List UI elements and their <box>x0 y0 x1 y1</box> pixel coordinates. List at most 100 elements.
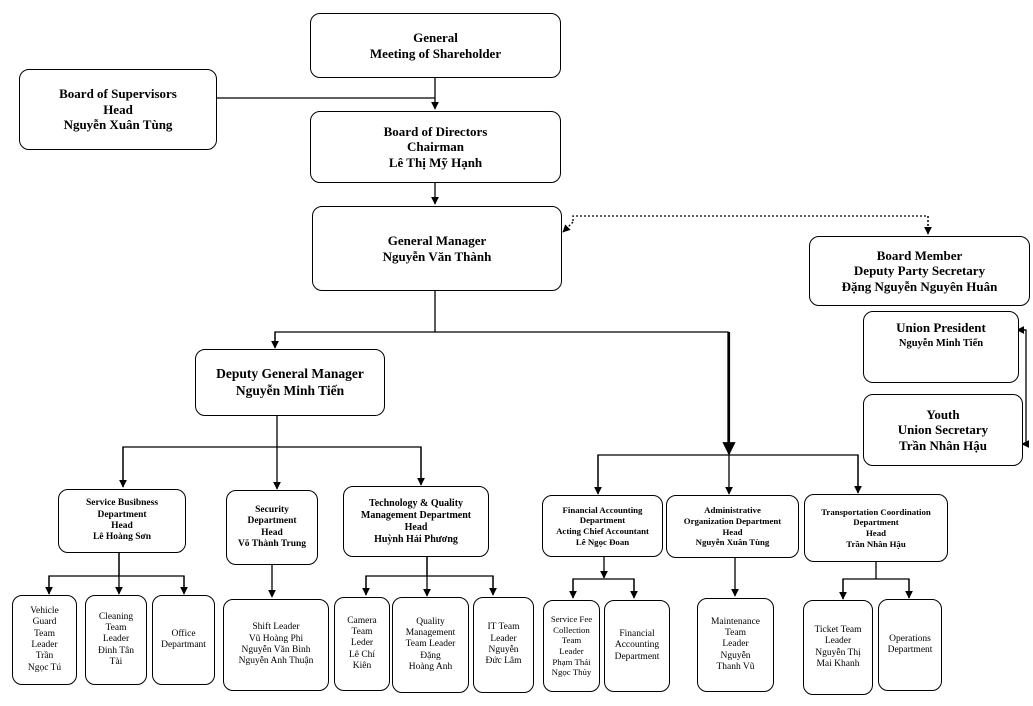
quality-mgmt-line-4: Đặng <box>420 650 441 661</box>
transportation-line-3: Head <box>865 528 887 538</box>
youth-union-box: Youth Union Secretary Trần Nhân Hậu <box>863 394 1023 466</box>
quality-mgmt-line-3: Team Leader <box>405 639 456 650</box>
union-president-name: Nguyễn Minh Tiến <box>898 337 984 349</box>
ticket-team-line-1: Ticket Team <box>814 624 862 635</box>
board-directors-role: Chairman <box>406 139 465 155</box>
financial-accounting-line-3: Acting Chief Accountant <box>556 526 649 536</box>
service-business-box: Service Busibness Department Head Lê Hoà… <box>58 489 186 553</box>
vehicle-guard-line-6: Ngọc Tú <box>27 662 62 673</box>
connector-gm-board-member <box>572 215 929 234</box>
cleaning-team-box: Cleaning Team Leader Đinh Tân Tài <box>85 595 147 685</box>
cleaning-team-line-2: Team <box>105 622 127 633</box>
union-president-title: Union President <box>896 320 986 335</box>
security-line-1: Security <box>255 504 289 515</box>
vehicle-guard-box: Vehicle Guard Team Leader Trần Ngọc Tú <box>12 595 77 685</box>
office-dept-line-1: Office <box>171 628 196 639</box>
board-supervisors-name: Nguyễn Xuân Tùng <box>63 117 173 133</box>
administrative-line-1: Administrative <box>704 505 761 516</box>
quality-mgmt-line-5: Hoàng Anh <box>408 662 453 673</box>
operations-line-2: Department <box>887 645 933 655</box>
union-president-box: Union President Nguyễn Minh Tiến <box>863 311 1019 383</box>
financial-accounting-sub-line-3: Department <box>614 651 660 662</box>
board-directors-box: Board of Directors Chairman Lê Thị Mỹ Hạ… <box>310 111 561 183</box>
service-business-line-4: Lê Hoàng Sơn <box>92 532 152 543</box>
service-fee-line-2: Collection <box>553 624 590 635</box>
it-team-line-1: IT Team <box>487 622 520 633</box>
tech-quality-line-1: Technology & Quality <box>368 497 464 509</box>
camera-team-line-3: Leder <box>350 638 374 649</box>
service-fee-line-4: Leader <box>559 646 584 656</box>
deputy-gm-title: Deputy General Manager <box>216 366 364 382</box>
service-business-line-3: Head <box>111 521 133 531</box>
general-manager-box: General Manager Nguyễn Văn Thành <box>312 206 562 291</box>
tech-quality-line-2: Management Department <box>360 509 472 521</box>
tech-quality-line-4: Huỳnh Hải Phương <box>374 533 458 545</box>
maintenance-box: Maintenance Team Leader Nguyễn Thanh Vũ <box>697 598 774 692</box>
general-manager-title: General Manager <box>387 232 487 248</box>
vehicle-guard-line-4: Leader <box>31 640 58 650</box>
financial-accounting-sub-box: Financial Accounting Department <box>604 600 670 692</box>
administrative-line-4: Nguyễn Xuân Tùng <box>695 537 770 548</box>
transportation-box: Transportation Coordination Department H… <box>804 494 948 562</box>
transportation-line-2: Department <box>853 517 899 528</box>
operations-box: Operations Department <box>878 599 942 691</box>
camera-team-line-5: Kiên <box>352 661 372 672</box>
vehicle-guard-line-1: Vehicle <box>30 605 59 616</box>
tech-quality-box: Technology & Quality Management Departme… <box>343 486 489 557</box>
deputy-gm-name: Nguyễn Minh Tiến <box>235 382 345 398</box>
vehicle-guard-line-5: Trần <box>35 651 54 662</box>
ticket-team-line-2: Leader <box>824 636 852 647</box>
service-fee-line-6: Ngọc Thủy <box>551 667 592 678</box>
board-member-box: Board Member Deputy Party Secretary Đặng… <box>809 236 1030 306</box>
administrative-line-2: Organization Department <box>683 515 782 526</box>
cleaning-team-line-5: Tài <box>109 657 123 668</box>
general-meeting-box: General Meeting of Shareholder <box>310 13 561 78</box>
deputy-gm-box: Deputy General Manager Nguyễn Minh Tiến <box>195 349 385 416</box>
board-member-name: Đặng Nguyễn Nguyên Huân <box>841 278 998 294</box>
it-team-line-2: Leader <box>490 633 517 644</box>
financial-accounting-line-1: Financial Accounting <box>562 504 643 515</box>
camera-team-box: Camera Team Leder Lê Chí Kiên <box>334 597 390 691</box>
shift-leader-line-1: Shift Leader <box>252 622 300 633</box>
general-meeting-line-2: Meeting of Shareholder <box>369 45 502 61</box>
service-business-line-2: Department <box>97 509 147 520</box>
ticket-team-box: Ticket Team Leader Nguyễn Thị Mai Khanh <box>803 600 873 695</box>
quality-mgmt-box: Quality Management Team Leader Đặng Hoàn… <box>392 597 469 693</box>
shift-leader-line-4: Nguyễn Anh Thuận <box>238 656 314 667</box>
general-meeting-line-1: General <box>413 29 458 45</box>
ticket-team-line-3: Nguyễn Thị <box>815 647 861 658</box>
office-dept-line-2: Departmant <box>161 640 206 650</box>
shift-leader-line-2: Vũ Hoàng Phi <box>248 633 304 644</box>
financial-accounting-box: Financial Accounting Department Acting C… <box>542 495 663 557</box>
board-member-role: Deputy Party Secretary <box>853 263 986 279</box>
youth-union-title: Youth <box>926 406 960 422</box>
vehicle-guard-line-2: Guard <box>32 617 57 628</box>
service-fee-line-3: Team <box>561 635 582 646</box>
board-supervisors-title: Board of Supervisors <box>59 86 177 102</box>
office-dept-box: Office Departmant <box>152 595 215 685</box>
financial-accounting-line-2: Department <box>579 515 626 526</box>
shift-leader-box: Shift Leader Vũ Hoàng Phi Nguyễn Văn Bìn… <box>223 599 329 691</box>
maintenance-line-4: Nguyễn <box>720 650 751 661</box>
maintenance-line-5: Thanh Vũ <box>716 662 755 673</box>
security-line-2: Department <box>247 516 297 527</box>
camera-team-line-4: Lê Chí <box>348 649 376 660</box>
tech-quality-line-3: Head <box>404 521 428 533</box>
youth-union-name: Trần Nhân Hậu <box>899 437 987 453</box>
security-line-3: Head <box>261 527 283 538</box>
it-team-line-3: Nguyễn <box>488 645 519 655</box>
administrative-line-3: Head <box>722 526 743 537</box>
service-fee-box: Service Fee Collection Team Leader Phạm … <box>543 600 600 692</box>
transportation-line-1: Transportation Coordination <box>821 506 931 517</box>
general-manager-name: Nguyễn Văn Thành <box>382 248 492 264</box>
transportation-line-4: Trần Nhân Hậu <box>846 538 906 549</box>
it-team-line-4: Đức Lâm <box>485 656 522 667</box>
financial-accounting-sub-line-2: Accounting <box>614 640 660 651</box>
board-member-title: Board Member <box>876 247 963 263</box>
maintenance-line-3: Leader <box>722 639 749 650</box>
board-supervisors-role: Head <box>103 101 133 117</box>
operations-line-1: Operations <box>889 633 931 644</box>
ticket-team-line-4: Mai Khanh <box>816 658 860 669</box>
vehicle-guard-line-3: Team <box>34 628 55 639</box>
service-fee-line-1: Service Fee <box>550 614 593 625</box>
